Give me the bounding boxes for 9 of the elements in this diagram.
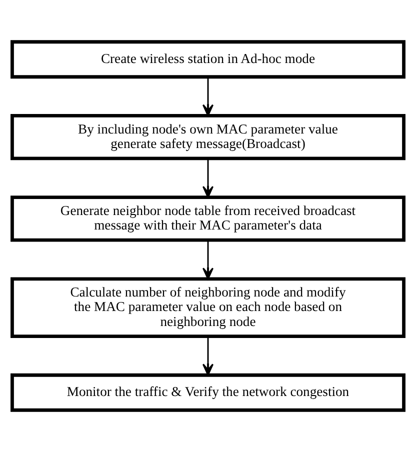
node-box: Monitor the traffic & Verify the network congestion [10,373,406,412]
arrow [202,158,214,198]
node-box: Generate neighbor node table from received broadcast message with their MAC parameter's data [10,196,406,242]
node-box: By including node's own MAC parameter value generate safety message(Broadcast) [10,114,406,160]
arrow [202,77,214,116]
node-box: Calculate number of neighboring node and modify the MAC parameter value on each node based on neighboring node [10,277,406,338]
arrow [202,240,214,280]
arrow [202,336,214,376]
node-box: Create wireless station in Ad-hoc mode [10,40,406,79]
